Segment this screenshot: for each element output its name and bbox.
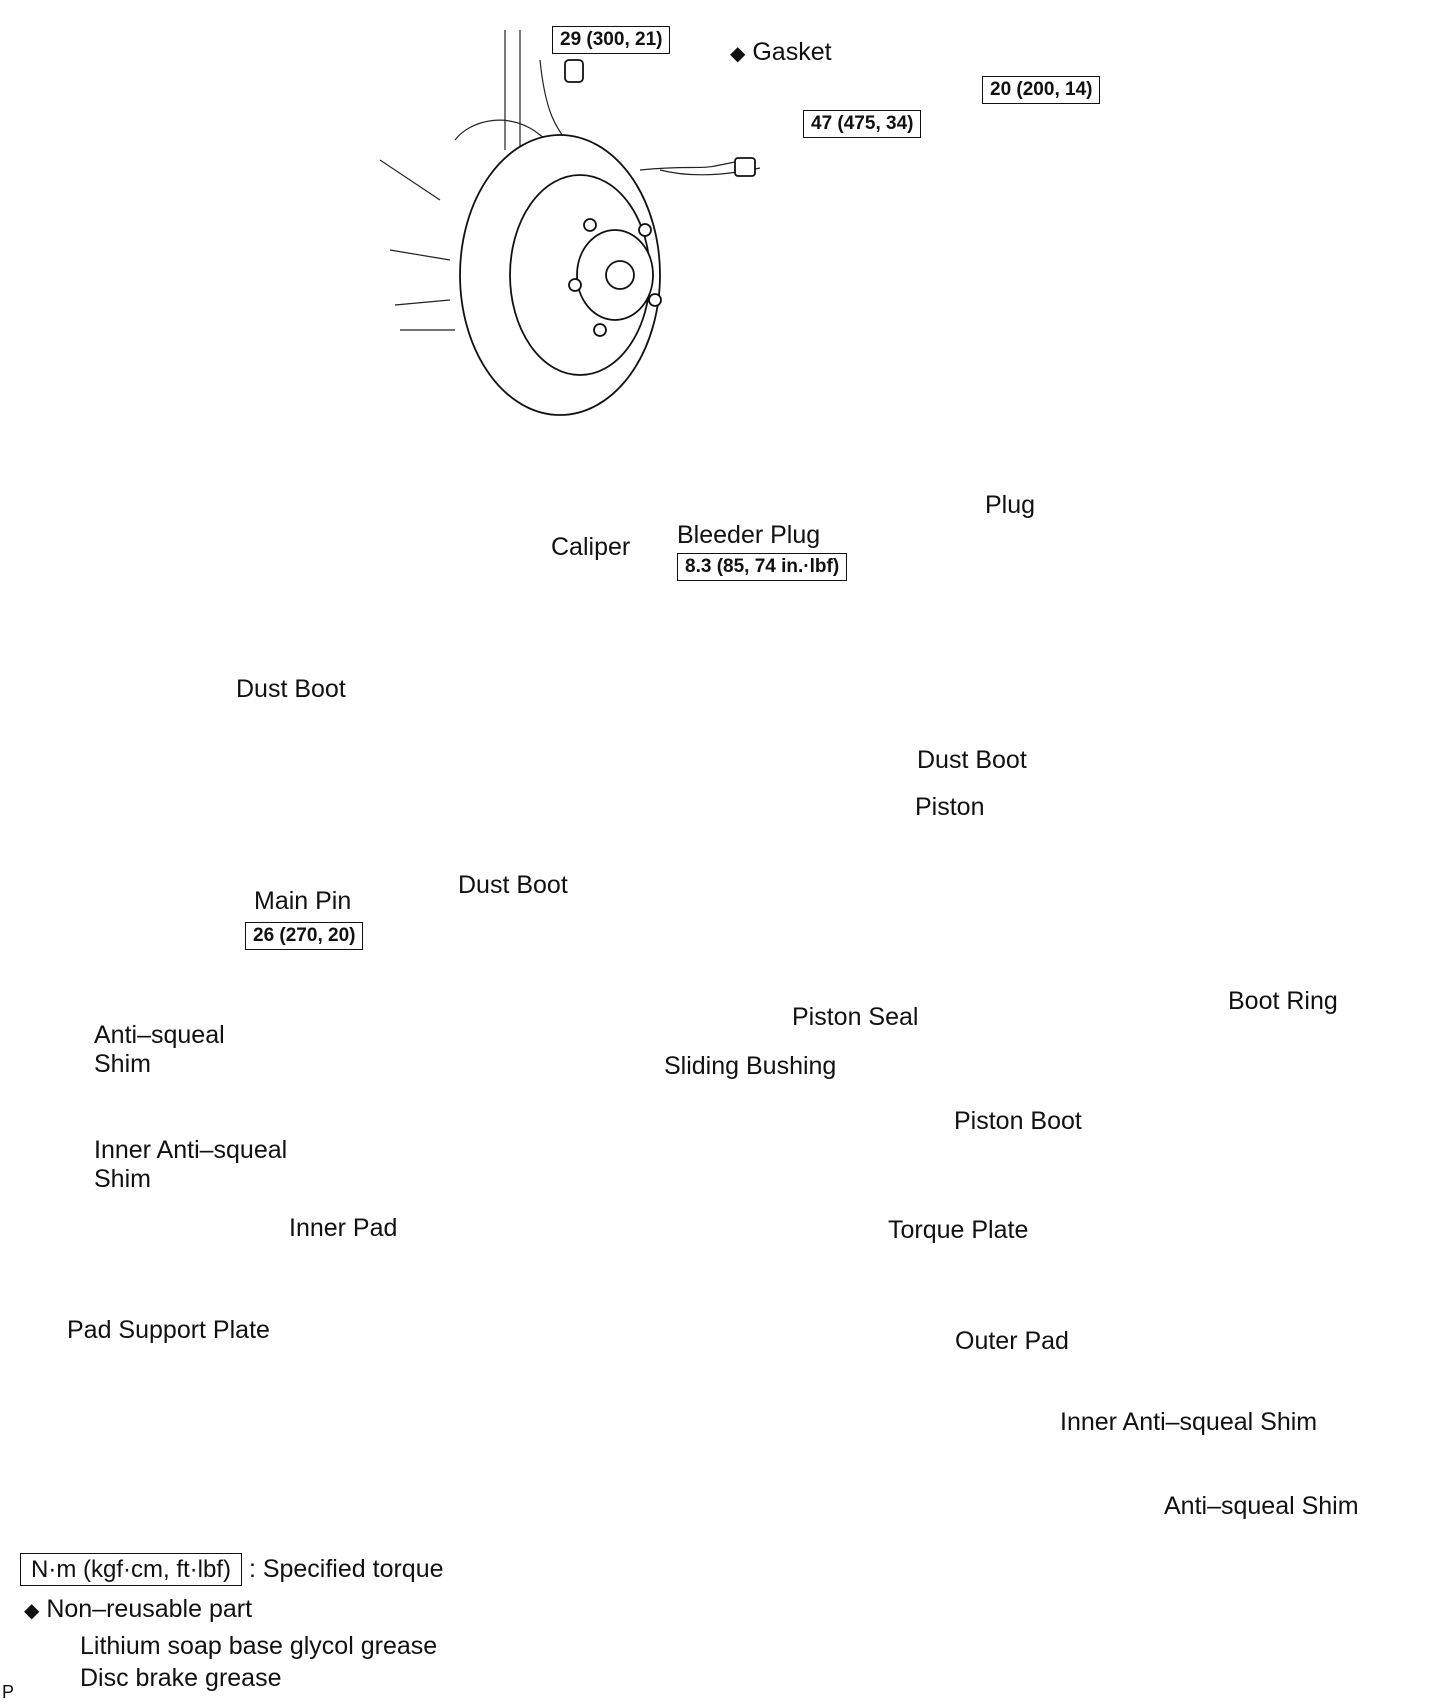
- torque-spec-8-3: 8.3 (85, 74 in.·lbf): [677, 553, 848, 581]
- plug-label: Plug: [985, 491, 1036, 519]
- boot-ring-label: Boot Ring: [1228, 987, 1338, 1015]
- diamond-icon: ◆: [730, 43, 746, 65]
- inner-anti-squeal-shim-right-label: Inner Anti–squeal Shim: [1060, 1408, 1318, 1436]
- legend-torque-unit: N·m (kgf·cm, ft·lbf): [20, 1553, 242, 1586]
- torque-plate-label: Torque Plate: [888, 1216, 1029, 1244]
- torque-spec-47: 47 (475, 34): [803, 110, 922, 138]
- legend-disc-grease: Disc brake grease: [80, 1664, 282, 1692]
- caliper-label: Caliper: [551, 533, 631, 561]
- diamond-icon: ◆: [24, 1600, 40, 1622]
- anti-squeal-shim-left-label: Anti–squeal Shim: [94, 1021, 225, 1078]
- inner-pad-label: Inner Pad: [289, 1214, 398, 1242]
- anti-squeal-shim-right-label: Anti–squeal Shim: [1164, 1492, 1359, 1520]
- legend-torque-desc: : Specified torque: [248, 1555, 444, 1583]
- pad-support-plate-label: Pad Support Plate: [67, 1316, 270, 1344]
- main-pin-label: Main Pin: [254, 887, 352, 915]
- dust-boot-left-label: Dust Boot: [236, 675, 346, 703]
- axle-hub-assembly: [379, 30, 761, 416]
- piston-label: Piston: [915, 793, 985, 821]
- inner-anti-squeal-shim-left-label: Inner Anti–squeal Shim: [94, 1136, 288, 1193]
- torque-spec-20: 20 (200, 14): [982, 76, 1101, 104]
- gasket-label: ◆ Gasket: [730, 38, 832, 66]
- legend-non-reusable: ◆ Non–reusable part: [24, 1595, 253, 1623]
- piston-boot-label: Piston Boot: [954, 1107, 1082, 1135]
- legend-lithium: Lithium soap base glycol grease: [80, 1632, 438, 1660]
- outer-pad-label: Outer Pad: [955, 1327, 1069, 1355]
- piston-seal-label: Piston Seal: [792, 1003, 919, 1031]
- torque-spec-26: 26 (270, 20): [245, 922, 364, 950]
- legend-torque: N·m (kgf·cm, ft·lbf) : Specified torque: [20, 1553, 444, 1586]
- bleeder-plug-label: Bleeder Plug: [677, 521, 821, 549]
- torque-spec-29: 29 (300, 21): [552, 26, 671, 54]
- sliding-bushing-label: Sliding Bushing: [664, 1052, 837, 1080]
- dust-boot-right-label: Dust Boot: [917, 746, 1027, 774]
- corner-mark: P: [2, 1682, 15, 1702]
- dust-boot-center-label: Dust Boot: [458, 871, 568, 899]
